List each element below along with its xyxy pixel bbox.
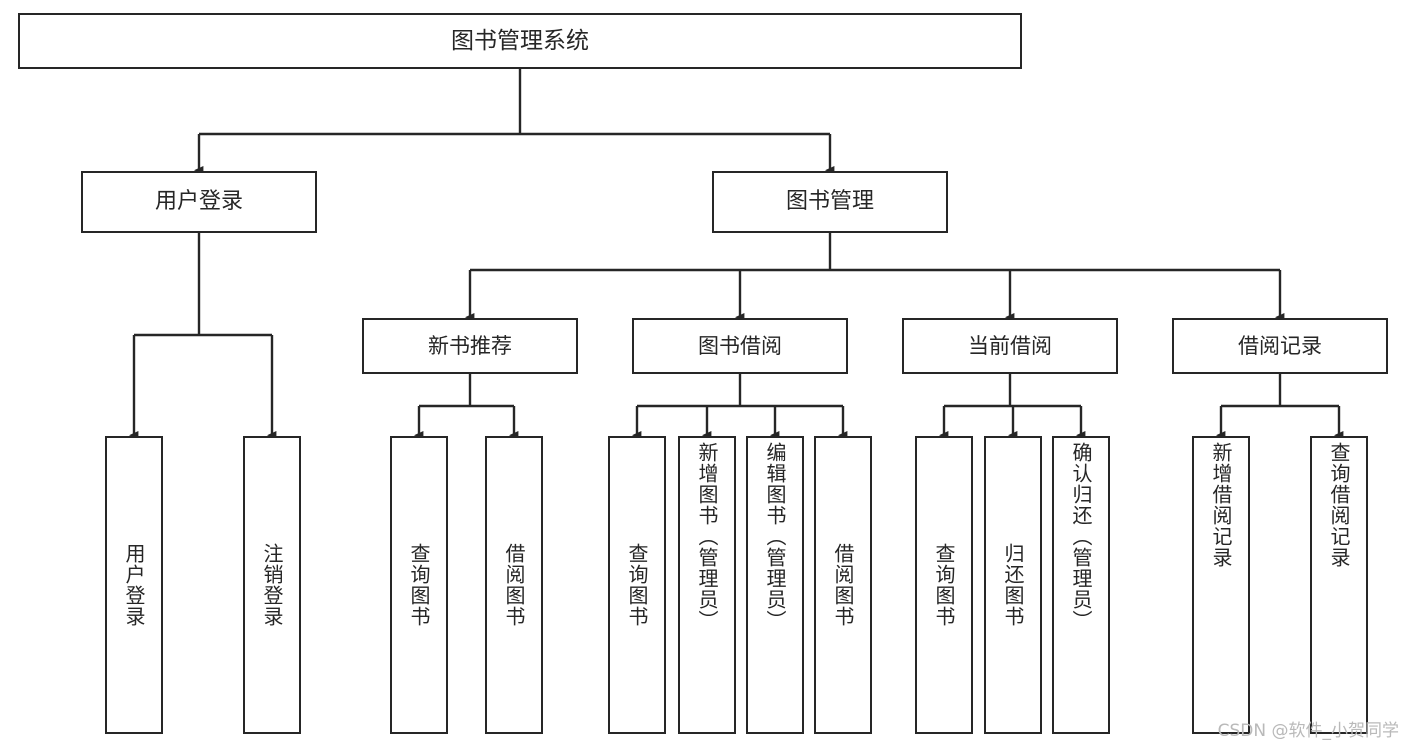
node-leaf-borrow-book-rec[interactable]: 借阅图书 xyxy=(485,436,543,734)
node-book-manage[interactable]: 图书管理 xyxy=(712,171,948,233)
node-label: 当前借阅 xyxy=(968,333,1052,358)
node-leaf-add-borrow-record[interactable]: 新增借阅记录 xyxy=(1192,436,1250,734)
node-leaf-user-logout[interactable]: 注销登录 xyxy=(243,436,301,734)
node-label: 查询图书 xyxy=(407,543,431,627)
node-leaf-query-book-current[interactable]: 查询图书 xyxy=(915,436,973,734)
node-leaf-query-borrow-record[interactable]: 查询借阅记录 xyxy=(1310,436,1368,734)
node-borrow-record[interactable]: 借阅记录 xyxy=(1172,318,1388,374)
node-label: 借阅图书 xyxy=(502,543,526,627)
node-label: 查询图书 xyxy=(625,543,649,627)
node-label: 借阅图书 xyxy=(831,543,855,627)
node-label: 用户登录 xyxy=(154,189,243,215)
node-label: 编辑图书（管理员） xyxy=(763,442,787,631)
node-label: 确认归还（管理员） xyxy=(1069,442,1093,631)
node-label: 用户登录 xyxy=(122,543,146,627)
node-root[interactable]: 图书管理系统 xyxy=(18,13,1022,69)
node-new-book-recommend[interactable]: 新书推荐 xyxy=(362,318,578,374)
node-user-login[interactable]: 用户登录 xyxy=(81,171,317,233)
node-label: 新增借阅记录 xyxy=(1209,442,1233,568)
node-leaf-add-book[interactable]: 新增图书（管理员） xyxy=(678,436,736,734)
node-label: 查询借阅记录 xyxy=(1327,442,1351,568)
node-leaf-return-book[interactable]: 归还图书 xyxy=(984,436,1042,734)
node-label: 图书借阅 xyxy=(698,333,782,358)
node-leaf-confirm-return[interactable]: 确认归还（管理员） xyxy=(1052,436,1110,734)
node-label: 新书推荐 xyxy=(428,333,512,358)
node-label: 归还图书 xyxy=(1001,543,1025,627)
node-label: 注销登录 xyxy=(260,543,284,627)
node-label: 图书管理系统 xyxy=(451,27,589,54)
node-leaf-query-book-borrow[interactable]: 查询图书 xyxy=(608,436,666,734)
node-current-borrow[interactable]: 当前借阅 xyxy=(902,318,1118,374)
node-leaf-query-book-rec[interactable]: 查询图书 xyxy=(390,436,448,734)
node-label: 新增图书（管理员） xyxy=(695,442,719,631)
node-label: 图书管理 xyxy=(785,189,874,215)
node-leaf-borrow-book[interactable]: 借阅图书 xyxy=(814,436,872,734)
node-leaf-user-login[interactable]: 用户登录 xyxy=(105,436,163,734)
node-label: 查询图书 xyxy=(932,543,956,627)
node-book-borrow[interactable]: 图书借阅 xyxy=(632,318,848,374)
node-leaf-edit-book[interactable]: 编辑图书（管理员） xyxy=(746,436,804,734)
node-label: 借阅记录 xyxy=(1238,333,1322,358)
